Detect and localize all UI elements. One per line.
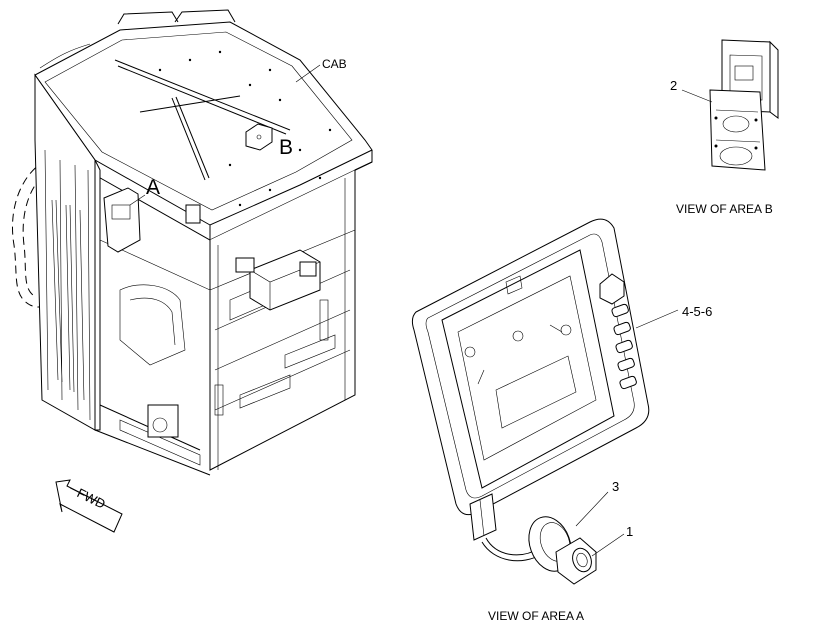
area-a-marker: A <box>146 176 160 199</box>
display-monitor <box>411 218 679 585</box>
callout-3: 3 <box>612 479 619 494</box>
callout-4-5-6: 4-5-6 <box>682 304 712 319</box>
area-b-marker: B <box>279 136 293 159</box>
view-area-b-caption: VIEW OF AREA B <box>676 202 773 216</box>
view-area-a-caption: VIEW OF AREA A <box>488 609 584 623</box>
fwd-arrow-icon <box>55 479 123 533</box>
cab-assembly <box>11 9 373 476</box>
callout-2: 2 <box>670 78 677 93</box>
switch-part-2 <box>681 39 779 171</box>
callout-1: 1 <box>626 524 633 539</box>
cab-label: CAB <box>322 57 347 71</box>
